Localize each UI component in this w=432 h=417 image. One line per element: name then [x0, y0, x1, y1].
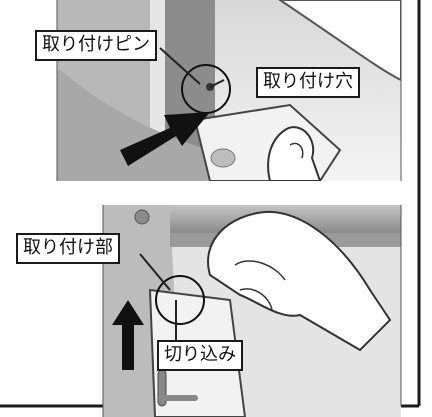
mounting-hole-label: 取り付け穴 — [256, 67, 360, 98]
bottom-panel-illustration — [103, 205, 401, 417]
notch-label: 切り込み — [157, 340, 243, 371]
leader-lines — [139, 47, 201, 291]
mounting-pin-label: 取り付けピン — [35, 30, 157, 61]
mounting-part-label: 取り付け部 — [16, 233, 120, 264]
